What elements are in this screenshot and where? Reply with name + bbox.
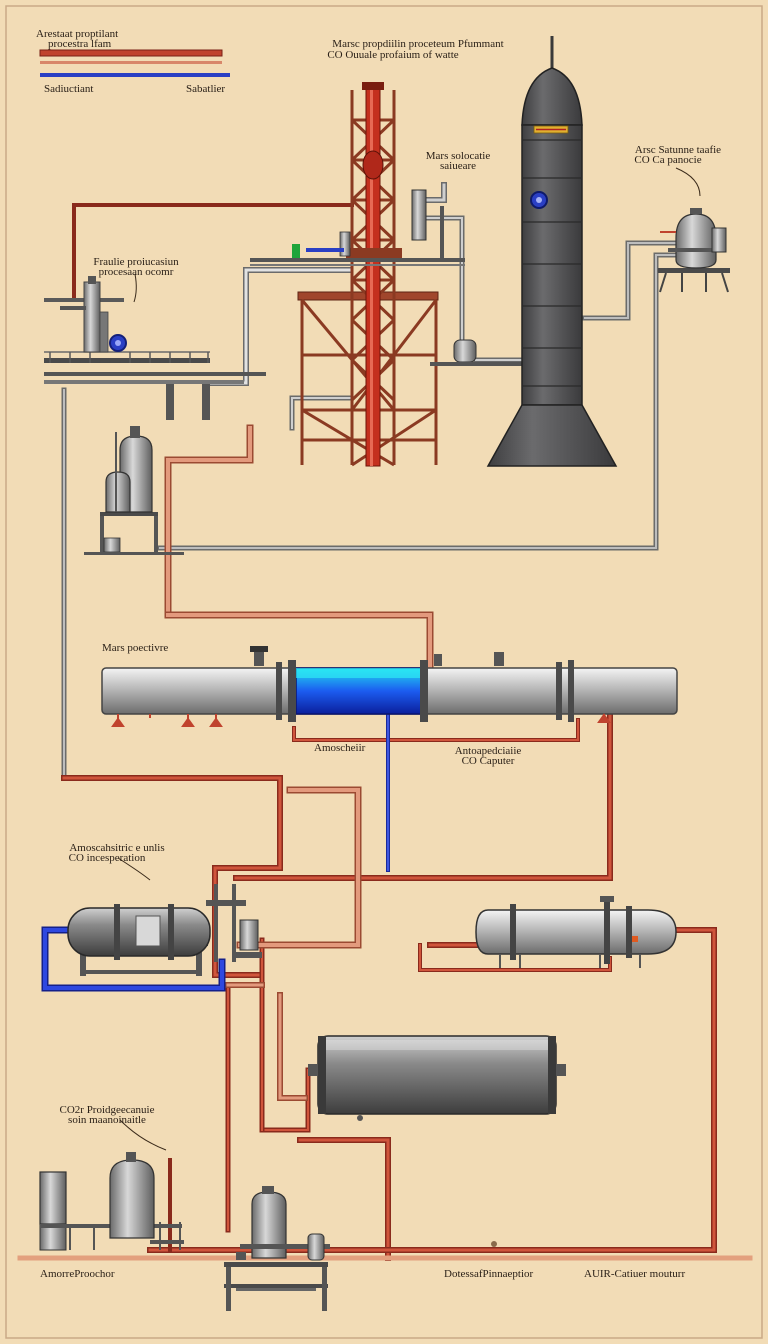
incorporation-label: Amoscahsitric e unlis: [69, 842, 165, 854]
detection-unit: [224, 1186, 497, 1311]
incorporation-tank: [67, 884, 262, 976]
mars-production-label: Mars poectivre: [102, 642, 169, 654]
green-valve-icon: [292, 244, 300, 258]
feeding-sublabel: procesaan ocomr: [98, 266, 174, 278]
co-capture-pipe: [101, 646, 678, 727]
co2-label: CO2r Proidgeecanuie: [59, 1104, 155, 1116]
main-storage-tower: [486, 36, 618, 467]
feeding-label: Fraulie proiucasiun: [93, 256, 179, 268]
frame-border: [5, 5, 763, 1339]
annotation-leaders: [117, 167, 701, 1151]
feeding-platform: [44, 276, 266, 420]
vessel-unit: [84, 426, 184, 555]
legend-subtitle: procestra lfam: [48, 38, 112, 50]
legend-right-label: Sabatlier: [186, 83, 226, 95]
large-storage-cylinder: [308, 1035, 566, 1121]
legend-title: Arestaat proptilant: [36, 28, 119, 40]
storage-sublabel: CO Ca panocie: [634, 154, 702, 166]
diagram-title: Marsc propdiilin proceteum Pfummant: [332, 38, 504, 50]
incorporation-sublabel: CO incesperation: [68, 852, 146, 864]
mars-subsystem-label: Mars solocatie: [425, 150, 491, 162]
pressure-vessel: [475, 896, 677, 968]
bottom-mid-label: DotessafPinnaeptior: [444, 1268, 534, 1280]
capture-sublabel: CO Caputer: [461, 755, 515, 767]
storage-label: Arsc Satunne taafie: [634, 144, 722, 156]
diagram-subtitle: CO Ouuale profaium of watte: [327, 49, 459, 61]
mars-subsystem-sublabel: saiueare: [439, 160, 477, 172]
pipe-network: [17, 182, 753, 1261]
legend-left-label: Sadiuctiant: [44, 83, 94, 95]
spherical-storage-tank: [658, 208, 730, 293]
bottom-left-label: AmorreProochor: [40, 1268, 115, 1280]
bottom-right-label: AUIR-Catiuer mouturr: [584, 1268, 686, 1280]
co2-production-tanks: [39, 1152, 184, 1251]
legend-key: [39, 49, 230, 77]
processing-tower: [250, 82, 528, 467]
co2-sublabel: soin maanoinaitle: [68, 1114, 146, 1126]
atmospheric-label: Amoscheiir: [314, 742, 366, 754]
capture-label: Antoapedciaiie: [454, 745, 522, 757]
